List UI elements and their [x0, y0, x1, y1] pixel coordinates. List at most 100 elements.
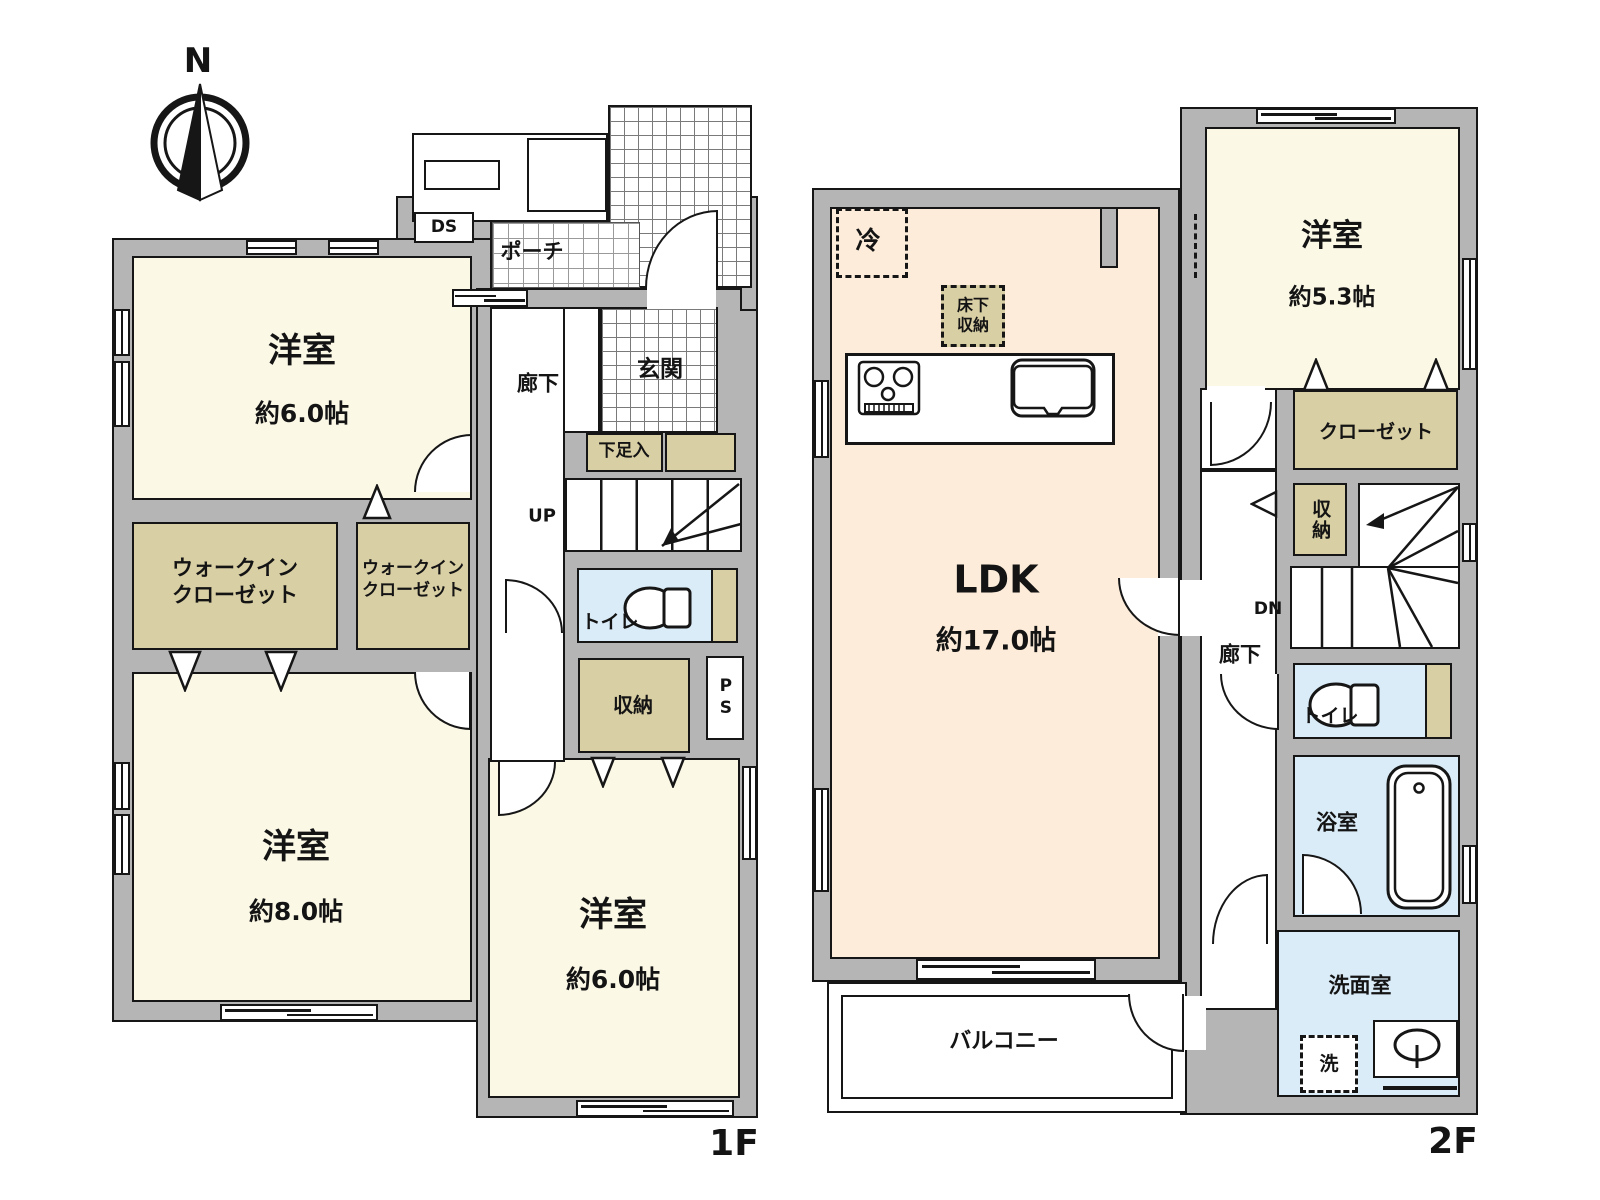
room-area: 約5.3帖: [1288, 284, 1376, 311]
wall-stub: [1100, 207, 1118, 268]
window: [1462, 523, 1477, 562]
washer-box: [1300, 1035, 1358, 1093]
washer-label: 洗: [1319, 1052, 1339, 1075]
refrigerator-box: [836, 208, 908, 278]
storage-label: 収納: [613, 693, 653, 718]
room-name: LDK: [953, 557, 1039, 602]
threshold-line: [1383, 1086, 1457, 1090]
washbasin-icon: [1391, 1026, 1443, 1072]
room-storage-1f: [578, 658, 690, 753]
window-balcony-door: [916, 959, 1096, 980]
porch-label: ポーチ: [500, 239, 564, 264]
closet-opening-icon: [1250, 490, 1278, 518]
room-name: ウォークイン クローゼット: [172, 555, 298, 609]
closet-opening-icon: [264, 650, 298, 692]
floor2-label: 2F: [1428, 1120, 1478, 1162]
window-sliding: [1256, 108, 1396, 124]
toilet-2f-counter: [1425, 663, 1452, 739]
floor1-label: 1F: [709, 1122, 759, 1164]
door-opening: [1207, 386, 1265, 406]
porch-tiles: [492, 222, 640, 288]
window-sliding: [220, 1004, 378, 1021]
window-sliding: [576, 1100, 734, 1117]
wic-line2: クローゼット: [362, 580, 464, 600]
room-area: 約6.0帖: [254, 399, 350, 428]
room-name: 洋室: [1301, 218, 1363, 255]
room-closet-2f: [1293, 390, 1458, 470]
window: [114, 309, 130, 356]
toilet-label: トイレ: [581, 610, 639, 633]
compass-icon: [148, 78, 252, 208]
window: [114, 361, 130, 427]
stairs-2f-treads: [1290, 483, 1460, 649]
pipe-space-label: PS: [715, 676, 736, 720]
hallway-label: 廊下: [1219, 642, 1261, 667]
duct-space-label: DS: [430, 217, 458, 238]
room-bedroom-nw: [132, 256, 472, 500]
stairs-1f: [565, 478, 742, 552]
window: [114, 814, 130, 875]
bathroom-label: 浴室: [1316, 810, 1358, 835]
window-porch: [452, 289, 528, 307]
closet-opening-icon: [1422, 358, 1450, 392]
door-opening: [647, 288, 716, 309]
room-area: 約6.0帖: [565, 965, 661, 994]
room-storage-2f: [1293, 483, 1347, 556]
canopy-detail-box: [424, 160, 500, 190]
shoe-cabinet-box: [586, 433, 663, 472]
closet-opening-icon: [660, 756, 686, 788]
balcony-label: バルコニー: [949, 1028, 1059, 1054]
kitchen-sink-icon: [1010, 358, 1096, 418]
room-area: 約17.0帖: [935, 625, 1057, 657]
storage-label: 収納: [1309, 499, 1332, 541]
closet-opening-icon: [1302, 358, 1330, 392]
underfloor-storage-label: 床下 収納: [957, 296, 989, 337]
closet-label: クローゼット: [1318, 420, 1434, 443]
toilet-icon: [622, 582, 704, 634]
window: [814, 788, 829, 892]
pipe-space-box: [706, 656, 744, 740]
underfloor-line2: 収納: [956, 316, 990, 335]
closet-opening-icon: [168, 650, 202, 692]
window: [328, 240, 379, 255]
duct-space-box: [414, 212, 474, 243]
room-wic-right: [356, 522, 470, 650]
closet-opening-icon: [590, 756, 616, 788]
washroom-label: 洗面室: [1328, 973, 1392, 998]
window: [742, 766, 757, 860]
room-bedroom-2f: [1205, 127, 1460, 390]
window: [814, 380, 829, 458]
room-name: ウォークイン クローゼット: [362, 558, 464, 602]
canopy-detail-box: [527, 138, 607, 212]
wic-line2: クローゼット: [172, 583, 298, 607]
room-bedroom-sw: [132, 672, 472, 1002]
room-name: 洋室: [262, 827, 330, 868]
room-entrance: [600, 307, 718, 433]
room-name: 洋室: [268, 331, 336, 372]
room-area: 約8.0帖: [248, 897, 344, 926]
room-bedroom-se: [488, 758, 740, 1098]
entrance-label: 玄関: [637, 356, 683, 383]
hallway-1f-lower: [490, 307, 565, 762]
bathtub-icon: [1386, 764, 1452, 910]
balcony: [827, 982, 1187, 1113]
toilet-icon: [1306, 678, 1392, 732]
compass-north-label: N: [183, 41, 213, 82]
wic-line1: ウォークイン: [362, 558, 464, 579]
closet-opening-icon: [362, 484, 392, 520]
door-arc-entrance: [645, 210, 718, 288]
stove-icon: [857, 360, 921, 416]
room-name: 洋室: [579, 895, 647, 936]
underfloor-line1: 床下: [956, 295, 990, 315]
window: [114, 762, 130, 810]
underfloor-storage-box: [941, 285, 1005, 347]
shoe-cabinet-counter: [665, 433, 736, 472]
toilet-1f-counter: [711, 568, 738, 643]
toilet-label: トイレ: [1301, 704, 1359, 727]
stairs-up-label: UP: [528, 505, 556, 527]
wic-line1: ウォークイン: [172, 556, 298, 581]
wall-dashed-opening: [1194, 214, 1198, 278]
stairs-2f-lower: [1290, 566, 1460, 649]
hallway-label: 廊下: [517, 371, 559, 396]
